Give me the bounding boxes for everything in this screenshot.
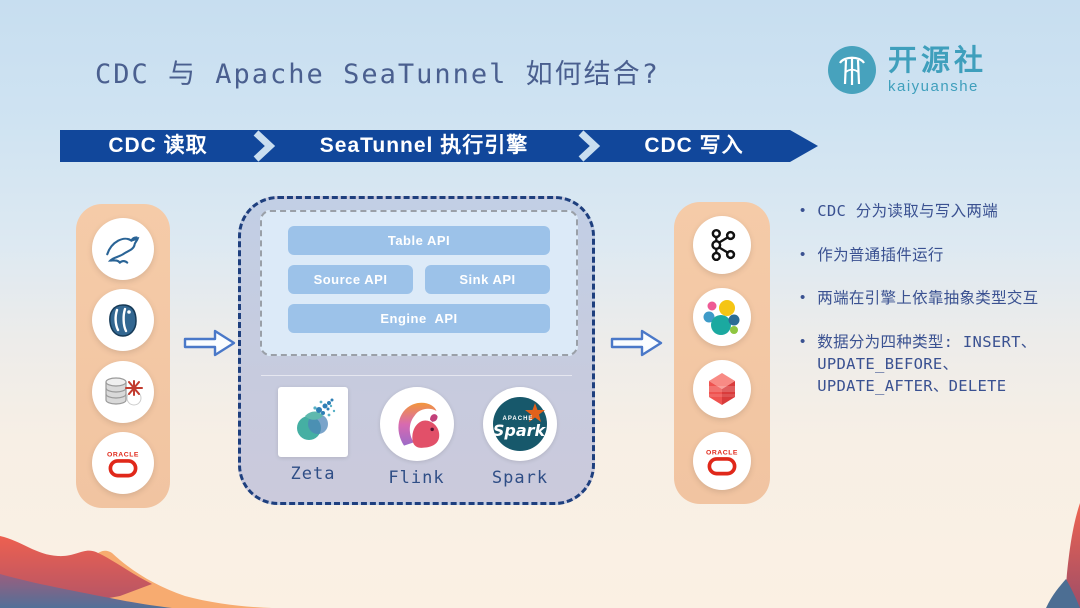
note-item: • 数据分为四种类型: INSERT、UPDATE_BEFORE、UPDATE_…: [800, 331, 1076, 398]
sql-server-database-icon: [92, 360, 154, 423]
runtime-flink: Flink: [371, 387, 463, 488]
banner-segment-engine: SeaTunnel 执行引擎: [319, 134, 529, 157]
process-banner: CDC 读取 SeaTunnel 执行引擎 CDC 写入: [60, 130, 820, 162]
panel-divider: [261, 375, 572, 376]
spark-apache-text: APACHE: [503, 416, 534, 422]
oracle-wordmark: ORACLE: [706, 450, 738, 457]
red-cube-database-icon: [693, 360, 751, 418]
banner-segment-cdc-write: CDC 写入: [644, 134, 744, 157]
mountain-decoration-left: [0, 536, 272, 608]
brand-name-cn: 开源社: [888, 44, 988, 77]
engine-runtimes-row: Zeta: [241, 387, 592, 488]
zeta-splash-icon: [278, 387, 348, 457]
runtime-spark: APACHE Spark Spark: [474, 387, 566, 488]
runtime-label-flink: Flink: [388, 468, 445, 488]
runtime-label-spark: Spark: [491, 468, 549, 488]
note-item: • 两端在引擎上依靠抽象类型交互: [800, 287, 1076, 310]
kaiyuanshe-logo: 开源社 kaiyuanshe: [826, 44, 987, 96]
oracle-icon: ORACLE: [693, 432, 751, 490]
banner-segment-cdc-read: CDC 读取: [108, 134, 208, 157]
bullet-dot: •: [800, 202, 806, 219]
note-text: 作为普通插件运行: [817, 245, 944, 264]
table-api-box: Table API: [288, 226, 550, 255]
elasticsearch-icon: [693, 288, 751, 346]
note-text: CDC 分为读取与写入两端: [817, 202, 998, 220]
mysql-dolphin-icon: [92, 218, 154, 280]
seatunnel-engine-panel: Table API Source API Sink API Engine API: [238, 196, 595, 505]
runtime-label-zeta: Zeta: [290, 464, 336, 484]
note-item: • 作为普通插件运行: [800, 244, 1076, 267]
kaiyuanshe-logo-icon: [828, 46, 876, 94]
note-item: • CDC 分为读取与写入两端: [800, 200, 1076, 223]
oracle-wordmark: ORACLE: [107, 452, 139, 459]
page-title: CDC 与 Apache SeaTunnel 如何结合?: [95, 59, 660, 90]
bullet-dot: •: [800, 245, 806, 263]
bullet-dot: •: [800, 332, 806, 350]
banner-arrow-shape: [60, 130, 818, 162]
sink-api-box: Sink API: [425, 265, 550, 294]
source-api-box: Source API: [288, 265, 413, 294]
kafka-icon: [693, 216, 751, 274]
api-layer-box: Table API Source API Sink API Engine API: [260, 210, 578, 356]
engine-api-box: Engine API: [288, 304, 550, 333]
mountain-decoration-right: [1046, 503, 1080, 608]
postgresql-elephant-icon: [92, 289, 154, 352]
notes-list: • CDC 分为读取与写入两端 • 作为普通插件运行 • 两端在引擎上依靠抽象类…: [800, 200, 1076, 419]
flow-arrow-left: [183, 329, 236, 357]
note-text: 数据分为四种类型: INSERT、UPDATE_BEFORE、UPDATE_AF…: [817, 332, 1037, 396]
spark-wordmark: Spark: [493, 421, 547, 440]
spark-logo-icon: APACHE Spark: [483, 387, 557, 461]
note-text: 两端在引擎上依靠抽象类型交互: [817, 289, 1039, 307]
sink-databases-column: ORACLE: [674, 202, 770, 504]
bullet-dot: •: [800, 289, 806, 306]
brand-name-en: kaiyuanshe: [888, 77, 979, 95]
flink-squirrel-icon: [379, 387, 454, 461]
flow-arrow-right: [610, 329, 663, 357]
source-databases-column: ORACLE: [76, 204, 170, 508]
runtime-zeta: Zeta: [267, 387, 359, 484]
oracle-icon: ORACLE: [92, 431, 154, 494]
